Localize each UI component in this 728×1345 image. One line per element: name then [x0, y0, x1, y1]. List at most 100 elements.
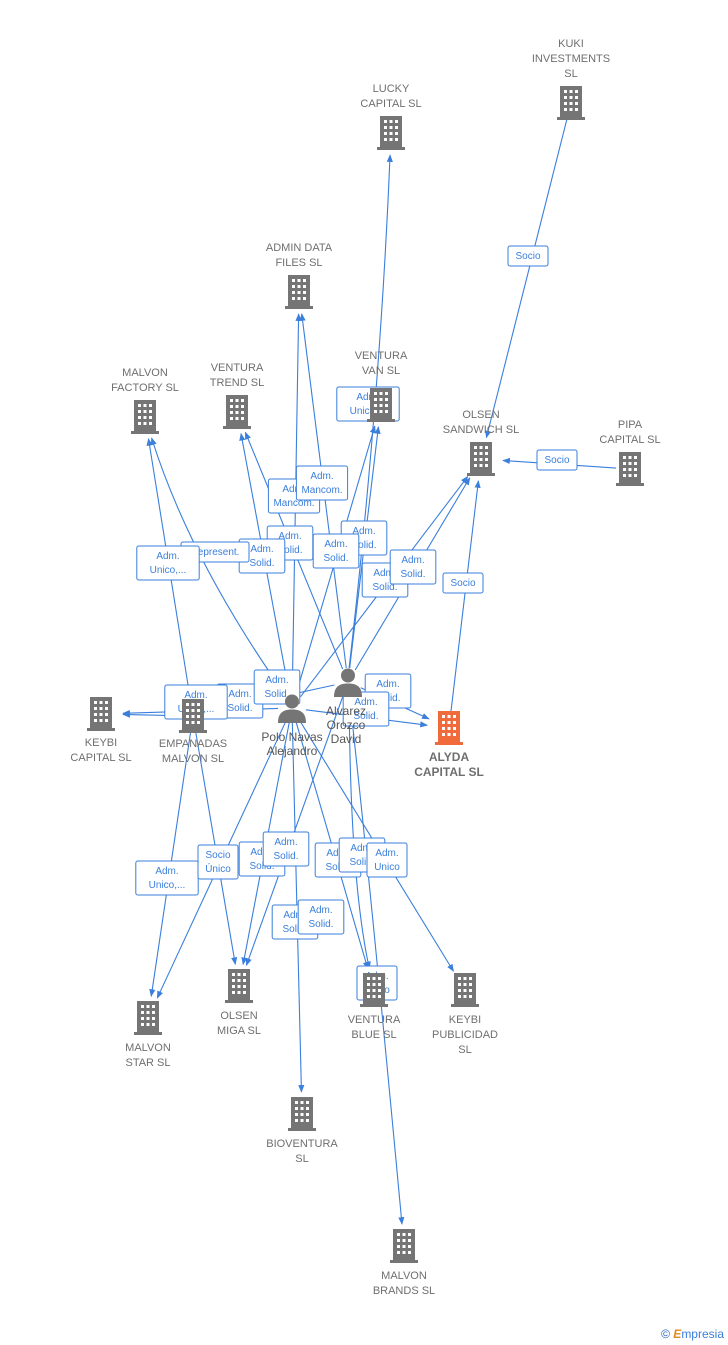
relation-label-box	[312, 533, 360, 569]
company-node-ventura_trend[interactable]: VENTURA TREND SL	[210, 362, 264, 429]
relation-label-text: Unico	[374, 862, 400, 873]
relation-label-text: Adm.	[350, 843, 373, 854]
building-icon	[377, 116, 405, 150]
company-name-text: VAN SL	[362, 365, 400, 377]
building-icon	[87, 697, 115, 731]
company-name-text: INVESTMENTS	[532, 53, 610, 65]
relation-label-pipa-olsen_sandwich[interactable]: Socio	[536, 449, 578, 471]
company-name-text: KEYBI	[449, 1014, 481, 1026]
company-name-text: CAPITAL SL	[70, 752, 131, 764]
company-name-text: VENTURA	[211, 362, 264, 374]
person-icon	[334, 668, 362, 697]
company-name-text: MALVON	[381, 1270, 427, 1282]
relation-label-alvarez-olsen_sandwich[interactable]: Adm.Solid.	[389, 549, 437, 585]
company-name-text: SL	[295, 1153, 308, 1165]
copyright-symbol: ©	[661, 1327, 670, 1341]
company-node-malvon_star[interactable]: MALVON STAR SL	[125, 1001, 171, 1069]
relation-label-polo-alyda[interactable]: Adm.Solid.	[342, 691, 390, 727]
company-name-text: FACTORY SL	[111, 382, 179, 394]
relation-label-text: Adm.	[375, 848, 398, 859]
relation-label-text: Solid.	[351, 540, 376, 551]
relation-label-box	[389, 549, 437, 585]
relation-label-text: Socio	[544, 455, 569, 466]
relation-label-polo-olsen_miga[interactable]: Adm. Solid.	[262, 831, 310, 867]
relation-label-text: Socio	[205, 850, 230, 861]
relation-label-text: Adm.	[274, 837, 297, 848]
company-name-text: TREND SL	[210, 377, 264, 389]
company-name-text: SL	[458, 1044, 471, 1056]
company-node-pipa[interactable]: PIPA CAPITAL SL	[599, 419, 661, 486]
company-name-text: BLUE SL	[351, 1029, 396, 1041]
relation-label-text: Adm.	[250, 847, 273, 858]
company-name-text: OLSEN	[220, 1010, 257, 1022]
company-name-text: EMPANADAS	[159, 738, 227, 750]
company-name-text: STAR SL	[125, 1057, 170, 1069]
relation-edge-polo-malvon_factory	[150, 437, 287, 696]
relation-label-empanadas-malvon_star[interactable]: Adm.Unico,...	[135, 860, 199, 896]
company-node-keybi_capital[interactable]: KEYBI CAPITAL SL	[70, 697, 132, 764]
person-name-text: Alvarez	[326, 704, 366, 718]
relation-label-text: Adm.	[309, 905, 332, 916]
relation-label-text: Solid.	[349, 857, 374, 868]
relation-edge-alyda-olsen_sandwich	[450, 480, 481, 715]
company-name-text: KEYBI	[85, 737, 117, 749]
building-icon	[435, 711, 463, 745]
relation-label-text: Adm.	[352, 526, 375, 537]
relation-label-text: Adm.	[326, 848, 349, 859]
relation-label-text: Solid.	[353, 711, 378, 722]
empresia-watermark: © Empresia	[661, 1327, 724, 1341]
building-icon	[223, 395, 251, 429]
company-name-text: SL	[564, 68, 577, 80]
relation-label-text: Solid.	[400, 569, 425, 580]
relation-label-text: Solid.	[273, 851, 298, 862]
company-name-text: PIPA	[618, 419, 643, 431]
person-name-text: David	[331, 732, 362, 746]
company-name-text: KUKI	[558, 38, 584, 50]
relation-label-alyda-olsen_sandwich[interactable]: Socio	[442, 572, 484, 594]
relation-label-text: Adm.	[282, 484, 305, 495]
relation-label-alvarez-admin[interactable]: Adm.Mancom.	[295, 465, 349, 501]
building-icon	[616, 452, 644, 486]
relation-label-box	[342, 691, 390, 727]
relation-label-text: Adm.	[324, 539, 347, 550]
relation-label-alvarez-ventura_trend[interactable]: Adm.Solid.	[312, 533, 360, 569]
relation-label-text: Solid.	[372, 582, 397, 593]
brand-initial: E	[673, 1327, 682, 1341]
relation-label-text: Solid.	[264, 689, 289, 700]
relation-label-text: Adm.	[155, 866, 178, 877]
relation-label-polo-bioventura[interactable]: Adm.Solid.	[297, 899, 345, 935]
relation-edge-alvarez-malvon_brands	[348, 695, 405, 1225]
relation-label-text: Adm.	[265, 675, 288, 686]
relation-label-text: Solid.	[277, 545, 302, 556]
company-name-text: MALVON	[125, 1042, 171, 1054]
company-node-kuki[interactable]: KUKI INVESTMENTS SL	[532, 38, 610, 120]
relation-label-polo-keybi_publicidad[interactable]: Adm. Unico	[366, 842, 408, 878]
building-icon	[179, 699, 207, 733]
company-node-bioventura[interactable]: BIOVENTURA SL	[266, 1097, 338, 1165]
brand-name: mpresia	[681, 1327, 724, 1341]
company-name-text: ADMIN DATA	[266, 242, 333, 254]
relation-label-kuki-olsen_sandwich[interactable]: Socio	[507, 245, 549, 267]
company-name-text: CAPITAL SL	[599, 434, 660, 446]
company-name-text: SANDWICH SL	[443, 424, 519, 436]
relation-label-text: Solid.	[325, 862, 350, 873]
relation-label-empanadas-malvon_factory[interactable]: Adm.Unico,...	[136, 545, 200, 581]
company-name-text: BIOVENTURA	[266, 1138, 338, 1150]
relation-label-text: Único	[205, 862, 231, 875]
